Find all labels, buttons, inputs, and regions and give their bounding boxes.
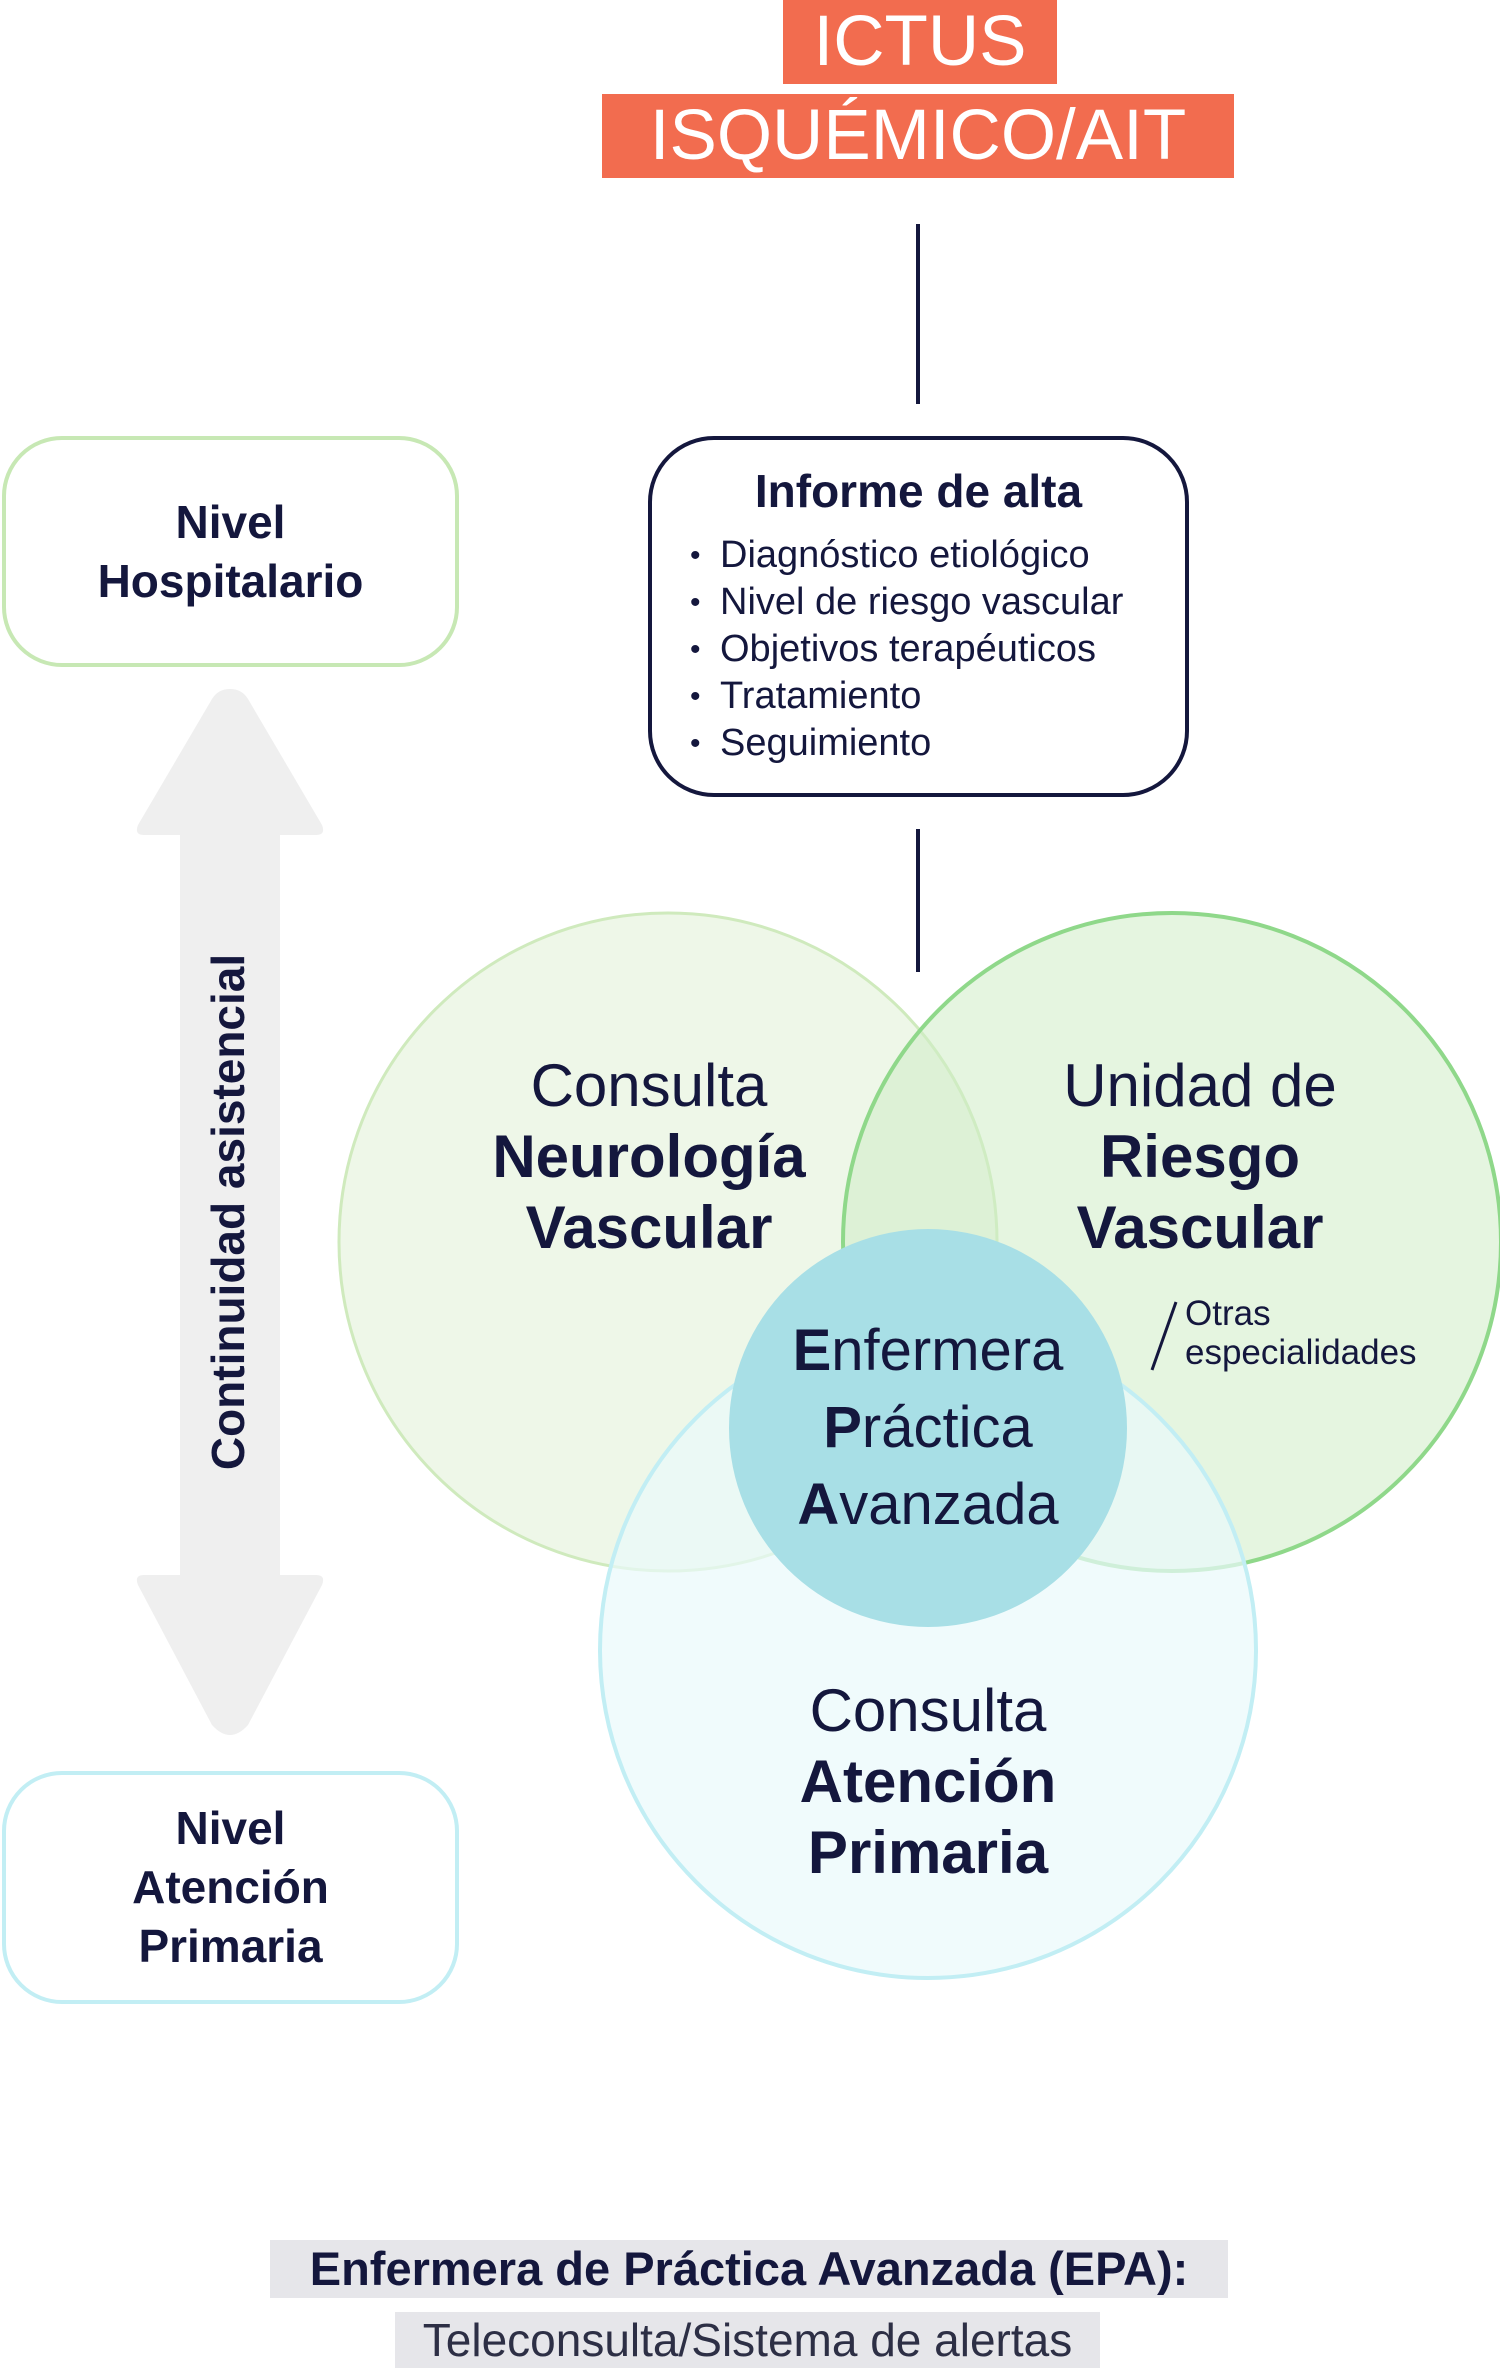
epa-line3: Avanzada [758,1466,1098,1543]
epa-initial-a: A [797,1472,840,1537]
riesgo-line1: Unidad de [1063,1052,1337,1119]
title-line-2: ISQUÉMICO/AIT [602,94,1234,178]
primaria-line3: Primaria [807,1819,1049,1886]
footer-subtitle: Teleconsulta/Sistema de alertas [395,2312,1100,2368]
neuro-line3: Vascular [525,1194,773,1261]
neuro-line1: Consulta [530,1052,768,1119]
continuity-double-arrow [136,689,324,1735]
epa-rest-1: nfermera [831,1318,1064,1383]
epa-initial-p: P [823,1395,862,1460]
informe-item: Diagnóstico etiológico [690,532,1123,579]
informe-item: Objetivos terapéuticos [690,626,1123,673]
epa-rest-2: ráctica [861,1395,1033,1460]
footer-title: Enfermera de Práctica Avanzada (EPA): [270,2240,1228,2298]
level-primary-box: Nivel Atención Primaria [2,1771,459,2004]
title-text-2: ISQUÉMICO/AIT [649,96,1187,175]
level-primary-line1: Nivel [175,1802,286,1855]
connector-informe-circles [916,829,920,972]
otras-line1: Otras [1185,1294,1271,1333]
connector-title-informe [916,224,920,404]
neuro-label: Consulta Neurología Vascular [464,1050,834,1263]
primaria-label: Consulta Atención Primaria [743,1675,1113,1888]
informe-de-alta-box: Informe de alta Diagnóstico etiológico N… [648,436,1189,797]
otras-especialidades-label: Otras especialidades [1185,1294,1417,1372]
venn-diagram [337,911,1500,1980]
epa-line1: Enfermera [758,1312,1098,1389]
primaria-line2: Atención [799,1748,1057,1815]
primaria-line1: Consulta [809,1677,1047,1744]
informe-item: Nivel de riesgo vascular [690,579,1123,626]
epa-line2: Práctica [758,1389,1098,1466]
circle-epa [729,1229,1127,1627]
epa-initial-e: E [792,1318,832,1383]
informe-heading: Informe de alta [754,465,1083,517]
epa-label: Enfermera Práctica Avanzada [758,1312,1098,1543]
epa-rest-3: vanzada [839,1472,1059,1537]
title-text-1: ICTUS [813,2,1027,81]
informe-item: Seguimiento [690,720,1123,767]
neuro-line2: Neurología [492,1123,806,1190]
riesgo-label: Unidad de Riesgo Vascular [1015,1050,1385,1263]
informe-list: Diagnóstico etiológico Nivel de riesgo v… [690,532,1123,767]
informe-item: Tratamiento [690,673,1123,720]
level-hospital-line1: Nivel [175,495,286,548]
level-primary-line2: Atención [132,1861,329,1914]
level-hospital-box: Nivel Hospitalario [2,436,459,667]
title-line-1: ICTUS [783,0,1057,84]
riesgo-line2: Riesgo [1099,1123,1301,1190]
otras-line2: especialidades [1185,1333,1417,1372]
riesgo-line3: Vascular [1076,1194,1324,1261]
level-hospital-line2: Hospitalario [97,554,364,607]
level-primary-line3: Primaria [138,1919,323,1972]
otras-slash [1150,1301,1178,1371]
